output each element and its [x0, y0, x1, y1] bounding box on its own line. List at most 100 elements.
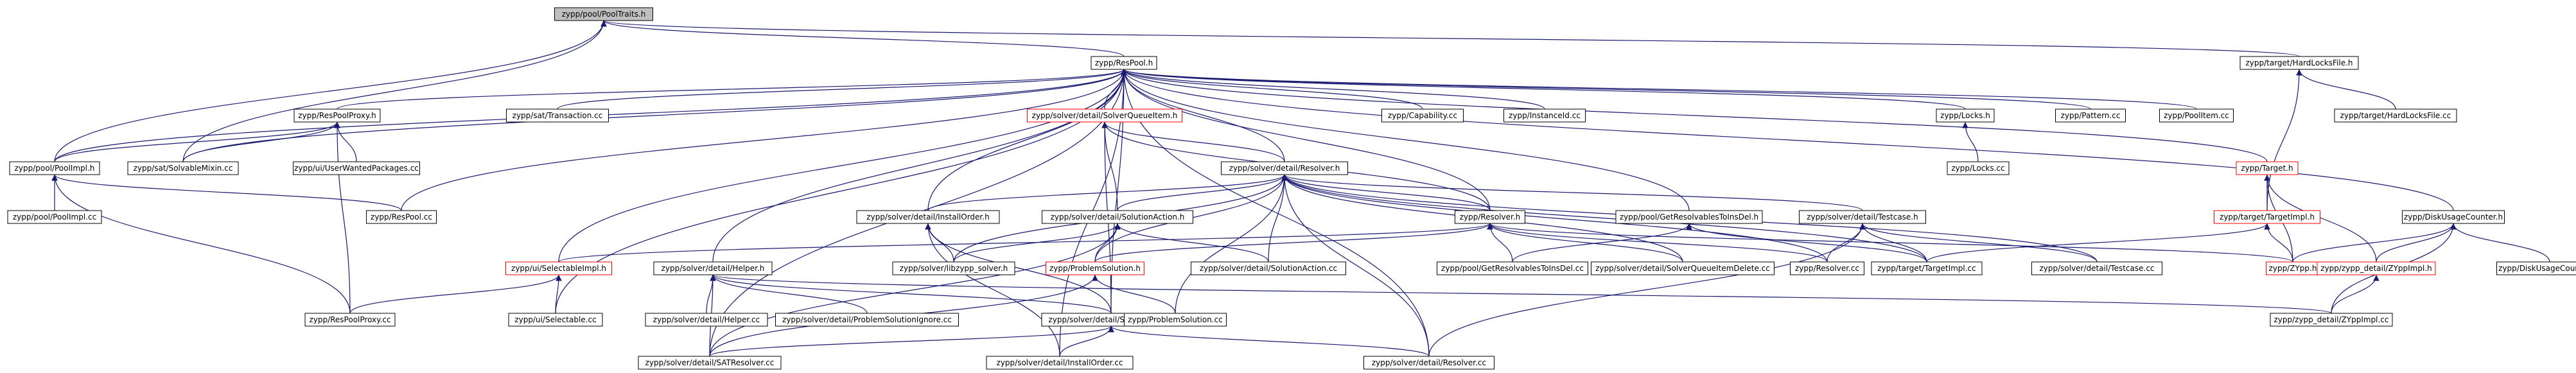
file-node[interactable]: zypp/solver/detail/SolverQueueItemDelete… [1591, 261, 1774, 275]
file-node[interactable]: zypp/solver/libzypp_solver.h [892, 261, 1015, 275]
file-node-label: zypp/solver/detail/SolutionAction.h [1051, 213, 1185, 221]
file-node-label: zypp/pool/GetResolvablesToInsDel.h [1620, 213, 1758, 221]
file-node[interactable]: zypp/InstanceId.cc [1503, 108, 1586, 123]
file-node-label: zypp/target/HardLocksFile.cc [2340, 111, 2451, 120]
file-node[interactable]: zypp/pool/PoolTraits.h [554, 7, 653, 21]
file-node[interactable]: zypp/Capability.cc [1381, 108, 1464, 123]
file-node[interactable]: zypp/solver/detail/Testcase.h [1799, 210, 1926, 224]
dependency-edge [1121, 69, 1423, 110]
file-node[interactable]: zypp/PoolItem.cc [2159, 108, 2234, 123]
file-node[interactable]: zypp/solver/detail/Helper.h [653, 261, 773, 275]
file-node-label: zypp/ProblemSolution.cc [1128, 315, 1223, 324]
dependency-edge [1281, 174, 1430, 357]
file-node[interactable]: zypp/target/TargetImpl.cc [1871, 261, 1983, 275]
file-node-label: zypp/Locks.cc [1951, 164, 2004, 173]
file-node[interactable]: zypp/zypp_detail/ZYppImpl.h [2317, 261, 2436, 275]
file-node[interactable]: zypp/ui/SelectableImpl.h [505, 261, 612, 275]
dependency-edge [182, 20, 607, 162]
file-node[interactable]: zypp/Locks.h [1936, 108, 1995, 123]
file-node-box [2270, 313, 2393, 327]
file-node[interactable]: zypp/Resolver.cc [1790, 261, 1864, 275]
file-node-box [2496, 261, 2576, 275]
file-node-label: zypp/solver/detail/InstallOrder.h [866, 213, 989, 221]
dependency-edge [1175, 174, 1288, 314]
file-node[interactable]: zypp/solver/detail/Helper.cc [645, 313, 768, 327]
file-node[interactable]: zypp/target/HardLocksFile.h [2239, 56, 2359, 70]
file-node-box [1191, 261, 1346, 275]
file-node[interactable]: zypp/ui/Selectable.cc [508, 313, 603, 327]
file-node[interactable]: zypp/solver/detail/Testcase.cc [2031, 261, 2162, 275]
dependency-edges [51, 20, 2550, 357]
file-node[interactable]: zypp/Pattern.cc [2055, 108, 2126, 123]
file-node[interactable]: zypp/Locks.cc [1947, 161, 2010, 175]
file-node-label: zypp/solver/detail/SolutionAction.cc [1200, 264, 1337, 273]
file-node-box [293, 161, 420, 175]
file-node-box [892, 261, 1015, 275]
file-node[interactable]: zypp/ResPool.cc [366, 210, 437, 224]
file-node[interactable]: zypp/pool/PoolImpl.h [9, 161, 100, 175]
file-node[interactable]: zypp/solver/detail/SolutionAction.cc [1191, 261, 1346, 275]
file-node[interactable]: zypp/DiskUsageCounter.cc [2496, 261, 2576, 275]
dependency-edge [1121, 69, 1491, 211]
file-node-label: zypp/solver/detail/Testcase.h [1807, 213, 1918, 221]
file-node[interactable]: zypp/pool/GetResolvablesToInsDel.h [1615, 210, 1763, 224]
file-node[interactable]: zypp/target/HardLocksFile.cc [2334, 108, 2457, 123]
file-node-box [127, 161, 239, 175]
file-node-label: zypp/sat/SolvableMixin.cc [134, 164, 233, 173]
file-node[interactable]: zypp/ResPool.h [1091, 56, 1157, 70]
file-node[interactable]: zypp/target/TargetImpl.h [2214, 210, 2320, 224]
file-node[interactable]: zypp/pool/PoolImpl.cc [7, 210, 102, 224]
file-node-box [366, 210, 437, 224]
dependency-edge [1121, 69, 2197, 110]
file-node-label: zypp/DiskUsageCounter.cc [2498, 264, 2576, 273]
file-node-label: zypp/solver/detail/SolverQueueItemDelete… [1595, 264, 1770, 273]
file-node[interactable]: zypp/ProblemSolution.h [1046, 261, 1144, 275]
file-node[interactable]: zypp/solver/detail/SolverQueueItem.h [1027, 108, 1182, 123]
dependency-edge [2331, 274, 2379, 314]
file-node-box [1046, 261, 1144, 275]
file-node[interactable]: zypp/zypp_detail/ZYppImpl.cc [2270, 313, 2393, 327]
file-node[interactable]: zypp/sat/SolvableMixin.cc [127, 161, 239, 175]
file-node[interactable]: zypp/solver/detail/Resolver.h [1221, 161, 1348, 175]
file-node-label: zypp/solver/libzypp_solver.h [900, 264, 1008, 273]
file-node[interactable]: zypp/ui/UserWantedPackages.cc [293, 161, 420, 175]
file-node[interactable]: zypp/pool/GetResolvablesToInsDel.cc [1437, 261, 1588, 275]
file-node-label: zypp/pool/PoolImpl.h [15, 164, 95, 173]
file-node[interactable]: zypp/Resolver.h [1455, 210, 1525, 224]
file-node[interactable]: zypp/solver/detail/SolutionAction.h [1042, 210, 1193, 224]
dependency-edge [2266, 69, 2302, 211]
file-node[interactable]: zypp/Target.h [2236, 161, 2299, 175]
dependency-edge [1121, 69, 1545, 110]
file-node[interactable]: zypp/ZYpp.h [2266, 261, 2320, 275]
dependency-edge [558, 223, 1493, 263]
file-node[interactable]: zypp/solver/detail/Resolver.cc [1363, 356, 1494, 370]
file-node[interactable]: zypp/solver/detail/SATResolver.cc [638, 356, 782, 370]
dependency-edge [337, 69, 1127, 110]
file-node-box [1503, 108, 1586, 123]
file-node[interactable]: zypp/DiskUsageCounter.h [2402, 210, 2505, 224]
file-node[interactable]: zypp/ResPoolProxy.h [294, 108, 381, 123]
dependency-edge [555, 274, 562, 314]
dependency-edge [2450, 223, 2550, 263]
file-node-box [1615, 210, 1763, 224]
file-node[interactable]: zypp/solver/detail/InstallOrder.cc [986, 356, 1134, 370]
file-node-label: zypp/sat/Transaction.cc [513, 111, 603, 120]
dependency-edge [1117, 174, 1288, 211]
file-node-label: zypp/target/TargetImpl.h [2220, 213, 2315, 221]
file-node[interactable]: zypp/sat/Transaction.cc [506, 108, 609, 123]
file-node[interactable]: zypp/ResPoolProxy.cc [304, 313, 396, 327]
file-node[interactable]: zypp/ProblemSolution.cc [1124, 313, 1227, 327]
file-node[interactable]: zypp/solver/detail/InstallOrder.h [856, 210, 1000, 224]
file-node-box [506, 108, 609, 123]
dependency-edge [51, 174, 402, 211]
file-node-label: zypp/pool/PoolImpl.cc [13, 213, 96, 221]
file-node-box [304, 313, 396, 327]
file-node-box [1381, 108, 1464, 123]
file-node-box [1124, 313, 1227, 327]
file-node-box [2402, 210, 2505, 224]
file-node-box [1871, 261, 1983, 275]
dependency-edge [2264, 223, 2293, 263]
file-node-label: zypp/Capability.cc [1388, 111, 1457, 120]
file-node-label: zypp/solver/detail/Resolver.h [1229, 164, 1340, 173]
file-node[interactable]: zypp/solver/detail/ProblemSolutionIgnore… [775, 313, 959, 327]
